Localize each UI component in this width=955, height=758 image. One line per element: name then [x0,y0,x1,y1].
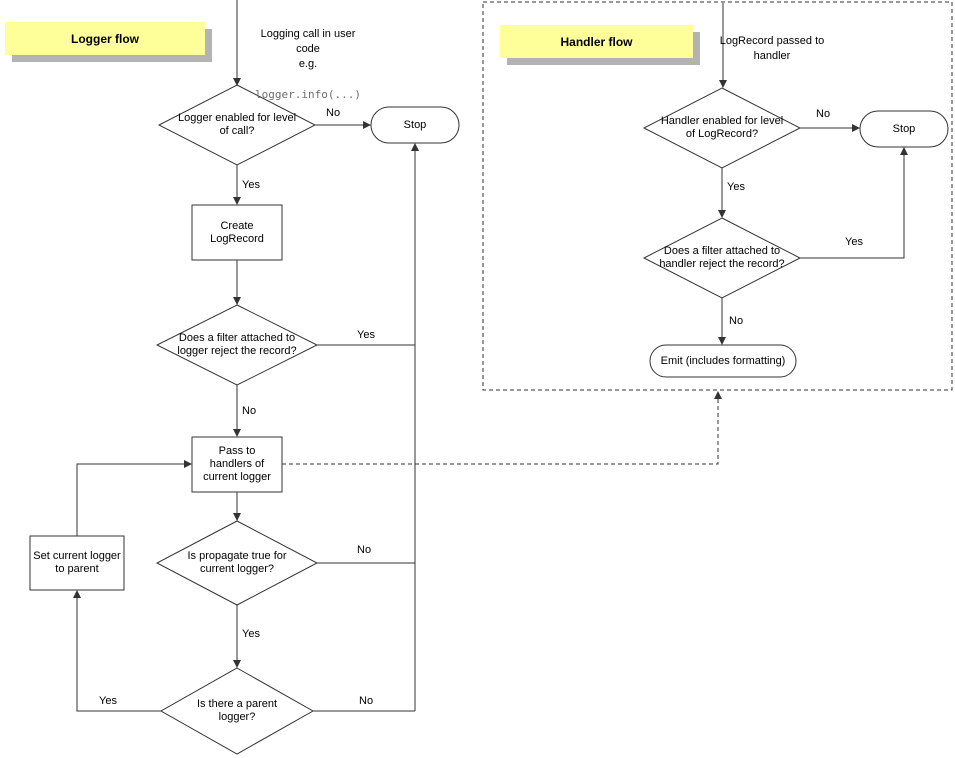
arrowhead [73,590,81,598]
create-logrecord-label: Create LogRecord [210,219,264,245]
edge-label-handler-filter-yes: Yes [845,236,863,248]
logger-filter-diamond [155,304,319,386]
arrowhead [233,78,241,86]
edge-pass-to-handler-flow-dashed [282,399,719,465]
logger-filter-label: Does a filter attached to logger reject … [177,332,297,357]
handler-flow-badge: Handler flow [500,25,693,58]
edge-label-logger-filter-no: No [242,405,257,417]
edge-label-handler-enabled-yes: Yes [727,181,745,193]
edge-label-logger-filter-yes: Yes [357,329,375,341]
arrowhead [900,147,908,155]
arrowhead [714,391,722,399]
handler-enabled-label: Handler enabled for level of LogRecord? [660,115,784,140]
edge-label-logger-enabled-no: No [326,107,341,119]
pass-to-handlers-label: Pass to handlers of current logger [203,445,271,483]
pass-to-handlers-node [191,436,283,493]
logger-entry-text: Logging call in user code e.g. [260,28,356,70]
edge-label-parent-no: No [359,695,374,707]
connectors [76,0,905,712]
logger-entry-code: logger.info(...) [255,88,361,101]
emit-node [649,344,797,378]
nodes [29,1,953,755]
handler-stop-label: Stop [892,122,916,135]
edge-label-handler-filter-no: No [729,315,744,327]
propagate-label: Is propagate true for current logger? [187,550,287,575]
edge-label-propagate-yes: Yes [242,628,260,640]
logger-enabled-label: Logger enabled for level of call? [177,112,297,137]
handler-flow-container [482,1,953,391]
arrowheads [73,78,908,668]
arrowhead [233,429,241,437]
handler-entry-label: LogRecord passed to handler [719,35,825,62]
set-current-logger-label: Set current logger to parent [33,550,121,575]
handler-enabled-diamond [642,87,802,169]
handler-filter-label: Does a filter attached to handler reject… [659,245,785,270]
arrowhead [411,143,419,151]
logger-stop-label: Stop [403,118,427,131]
logger-entry-label: Logging call in user code e.g. logger.in… [253,12,363,117]
arrowhead [233,660,241,668]
arrowhead [852,124,860,132]
arrowhead [363,121,371,129]
logger-enabled-diamond [157,84,317,166]
propagate-diamond [155,520,319,606]
arrowhead [233,513,241,521]
arrowhead [718,210,726,218]
arrowhead [719,80,727,88]
emit-label: Emit (includes formatting) [660,354,786,367]
edge-label-handler-enabled-no: No [816,108,831,120]
edge-parent-yes [76,598,161,712]
arrowhead [184,460,192,468]
edge-setparent-to-pass [76,463,184,536]
edge-label-logger-enabled-yes: Yes [242,179,260,191]
edge-label-parent-yes: Yes [99,695,117,707]
edge-label-propagate-no: No [357,544,372,556]
arrowhead [718,337,726,345]
edge-handler-filter-yes [800,155,905,259]
logger-flow-badge: Logger flow [5,22,205,55]
arrowhead [233,297,241,305]
handler-filter-diamond [642,217,802,299]
arrowhead [233,197,241,205]
parent-logger-diamond [159,667,315,755]
parent-logger-label: Is there a parent logger? [196,698,278,723]
